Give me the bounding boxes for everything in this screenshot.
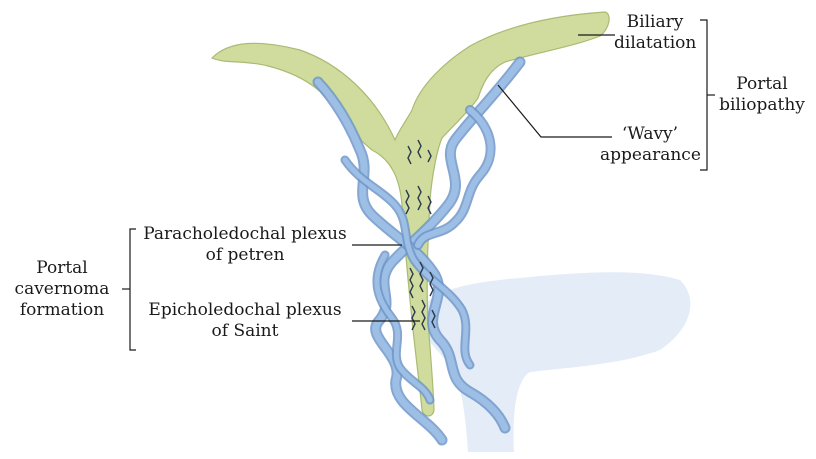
label-line: cavernoma — [6, 279, 118, 300]
label-line: Portal — [716, 74, 808, 95]
label-line: Paracholedochal plexus — [140, 224, 350, 245]
label-portal-biliopathy: Portal biliopathy — [716, 74, 808, 116]
portal-vein-shape — [420, 272, 690, 452]
label-line: of petren — [140, 245, 350, 266]
label-epicholedochal-plexus: Epicholedochal plexus of Saint — [140, 300, 350, 342]
label-wavy-appearance: ‘Wavy’ appearance — [600, 124, 700, 166]
leader-line-wavy — [498, 85, 612, 137]
label-line: dilatation — [614, 33, 696, 54]
label-line: Biliary — [614, 12, 696, 33]
label-line: Portal — [6, 258, 118, 279]
bracket-left — [130, 229, 136, 350]
label-line: of Saint — [140, 321, 350, 342]
label-line: formation — [6, 300, 118, 321]
label-line: appearance — [600, 145, 700, 166]
label-line: biliopathy — [716, 95, 808, 116]
label-paracholedochal-plexus: Paracholedochal plexus of petren — [140, 224, 350, 266]
label-line: Epicholedochal plexus — [140, 300, 350, 321]
label-biliary-dilatation: Biliary dilatation — [614, 12, 696, 54]
bracket-right-inner — [700, 20, 707, 170]
label-portal-cavernoma: Portal cavernoma formation — [6, 258, 118, 321]
label-line: ‘Wavy’ — [600, 124, 700, 145]
